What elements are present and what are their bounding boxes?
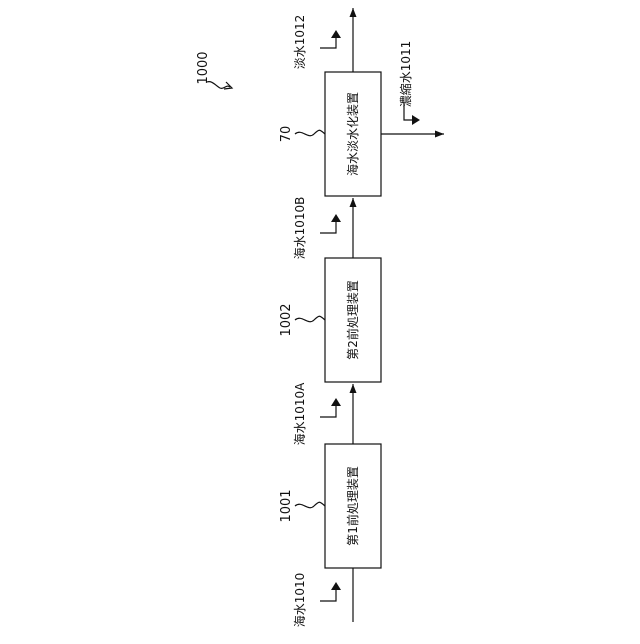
- flow-label-seawater-a: 海水1010A: [292, 382, 307, 446]
- flow-label-brine: 濃縮水1011: [398, 41, 413, 108]
- flow-arrowhead-brine: [412, 115, 420, 125]
- node-ref-leader-pre2: [295, 316, 325, 322]
- flow-label-seawater-in: 海水1010: [292, 573, 307, 628]
- flow-arrowhead-seawater-in: [331, 582, 341, 590]
- node-label-pre2: 第2前処理装置: [345, 280, 360, 360]
- node-ref-pre2: 1002: [279, 303, 294, 336]
- system-ref-leader-arrow: [224, 82, 232, 89]
- node-label-pre1: 第1前処理装置: [345, 466, 360, 546]
- node-ref-desal: 70: [279, 126, 294, 143]
- system-ref-label: 1000: [196, 51, 211, 84]
- node-ref-leader-pre1: [295, 502, 325, 508]
- flow-arrowhead-freshwater: [331, 30, 341, 38]
- flow-label-freshwater: 淡水1012: [293, 15, 307, 70]
- node-ref-pre1: 1001: [279, 489, 294, 522]
- flow-arrowhead-seawater-b: [331, 214, 341, 222]
- flow-arrowhead-seawater-a: [331, 398, 341, 406]
- flow-label-seawater-b: 海水1010B: [292, 197, 307, 260]
- node-label-desal: 海水淡水化装置: [345, 92, 360, 176]
- node-ref-leader-desal: [295, 130, 325, 136]
